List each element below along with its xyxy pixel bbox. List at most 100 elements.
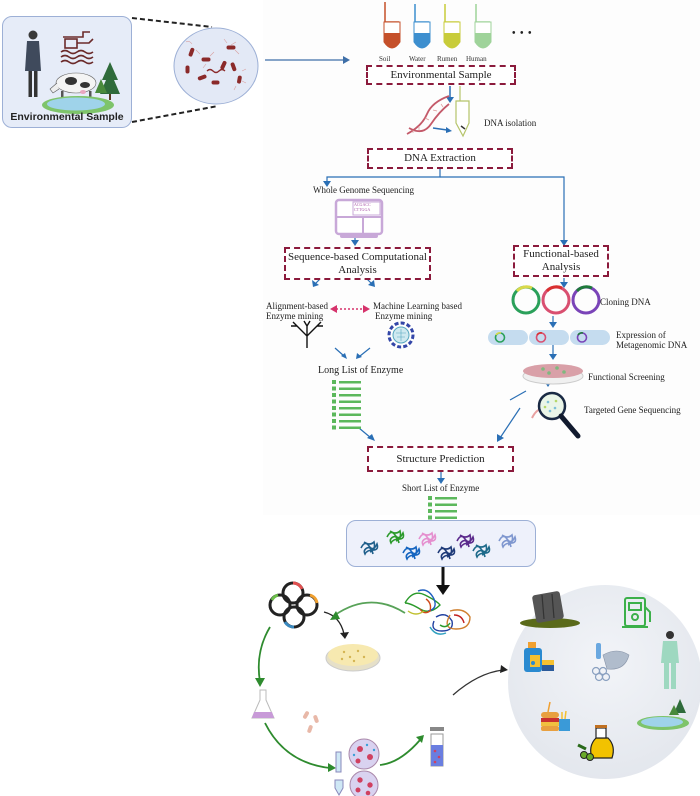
- list-bullet: [332, 412, 336, 417]
- flask-icon: [251, 689, 275, 719]
- list-bullet: [332, 399, 336, 404]
- pond-icon: [42, 96, 114, 114]
- candidate-protein: [437, 545, 456, 561]
- dna-extraction-step: DNA Extraction: [367, 148, 513, 169]
- tube-label-water: Water: [409, 55, 426, 63]
- alignment-line-1: Alignment-based: [266, 301, 328, 311]
- cell-plasmid-insert: [495, 332, 502, 336]
- list-line: [435, 516, 457, 519]
- applications-circle: [508, 585, 700, 779]
- short-list-icon: [428, 496, 457, 520]
- detergent-icon: [524, 642, 554, 672]
- centrifuge-tube-icon: [334, 751, 344, 796]
- environmental-sample-step: Environmental Sample: [366, 65, 516, 85]
- expression-line-1: Expression of: [616, 330, 666, 340]
- list-bullet: [332, 425, 336, 430]
- list-bullet: [332, 393, 336, 397]
- down-arrow-icon: [436, 567, 450, 595]
- dna-isolation-illustration: [406, 86, 470, 138]
- candidate-protein: [456, 533, 475, 549]
- bacteria-icon: [173, 27, 259, 105]
- functional-based-analysis-step: Functional-based Analysis: [513, 245, 609, 277]
- ai-brain-gear-icon: [387, 321, 415, 349]
- list-line: [339, 413, 361, 416]
- host-cell: [488, 330, 528, 345]
- list-bullet: [428, 515, 432, 520]
- protein-3d-structure-icon: [404, 589, 471, 635]
- plasmid-insert: [515, 285, 533, 293]
- expression-line-2: Metagenomic DNA: [616, 340, 688, 351]
- long-list-icon: [332, 380, 361, 430]
- candidate-protein: [360, 540, 379, 556]
- protein-structures: [360, 529, 517, 561]
- list-line: [435, 503, 457, 506]
- magnifier-sequencing-icon: [531, 391, 581, 439]
- list-bullet: [332, 386, 336, 391]
- arrow-plasmid-to-dish: [323, 611, 345, 635]
- list-line: [339, 420, 361, 423]
- cloning-plasmids-icon: [511, 285, 601, 315]
- more-samples-ellipsis: • • •: [512, 28, 533, 39]
- candidate-protein: [402, 545, 421, 561]
- functional-screening-label: Functional Screening: [588, 372, 665, 382]
- tree-icon: [669, 699, 686, 715]
- pond-icon: [637, 716, 689, 730]
- tube-label-rumen: Rumen: [437, 55, 458, 63]
- applications-illustration: [520, 591, 689, 761]
- sequencer-line-2: CTTGGA: [354, 207, 371, 212]
- list-bullet: [332, 380, 336, 384]
- bacteria-cells-icon: [303, 711, 319, 733]
- cell-plasmid-insert: [577, 332, 584, 336]
- host-cell: [529, 330, 569, 345]
- plasmid-insert: [575, 285, 593, 293]
- tube-icon: [455, 86, 470, 138]
- list-bullet: [428, 502, 432, 507]
- cloning-dna-label: Cloning DNA: [600, 297, 651, 307]
- protein-microscopy-icon: [348, 738, 380, 796]
- healthcare-worker-icon: [661, 631, 679, 689]
- plasmids-cluster-icon: [268, 581, 319, 629]
- plasmid-insert: [545, 285, 563, 293]
- arrow-to-applications: [452, 669, 504, 696]
- tree-icon: [95, 62, 120, 100]
- targeted-gene-sequencing-label: Targeted Gene Sequencing: [584, 405, 681, 415]
- list-line: [435, 510, 457, 513]
- list-line: [339, 394, 361, 397]
- sequencer-line-1: ACGACC: [354, 202, 371, 207]
- whole-genome-sequencing-label: Whole Genome Sequencing: [313, 185, 414, 195]
- list-line: [339, 407, 361, 410]
- cuvette-icon: [430, 727, 444, 767]
- arrow-flask-to-tube: [264, 722, 331, 769]
- structure-prediction-step: Structure Prediction: [367, 446, 514, 472]
- arrow-plasmid-to-flask: [257, 626, 271, 683]
- ml-line-2: Enzyme mining: [375, 311, 433, 322]
- candidate-proteins-tray: [346, 520, 536, 567]
- expression-cells-icon: [488, 330, 610, 345]
- list-bullet: [332, 419, 336, 423]
- tube-label-soil: Soil: [379, 55, 391, 63]
- environment-card: Environmental Sample: [2, 16, 132, 128]
- dna-isolation-label: DNA isolation: [484, 118, 537, 128]
- list-line: [435, 497, 457, 500]
- production-cycle: [251, 581, 508, 796]
- oil-spill-icon: [520, 591, 580, 628]
- list-line: [339, 400, 361, 403]
- long-list-label: Long List of Enzyme: [318, 365, 404, 376]
- candidate-protein: [472, 543, 491, 559]
- cell-plasmid-insert: [536, 332, 543, 336]
- sequencer-icon: [334, 198, 384, 238]
- list-line: [339, 381, 361, 384]
- water-tube-icon: [413, 4, 431, 49]
- candidate-protein: [498, 533, 517, 549]
- list-line: [339, 387, 361, 390]
- candidate-protein: [386, 529, 405, 545]
- biofuel-pump-icon: [622, 597, 651, 628]
- list-bullet: [332, 406, 336, 410]
- olive-oil-icon: [577, 725, 614, 761]
- human-tube-icon: [474, 4, 492, 49]
- alignment-line-2: Enzyme mining: [266, 311, 324, 322]
- food-icon: [541, 701, 570, 731]
